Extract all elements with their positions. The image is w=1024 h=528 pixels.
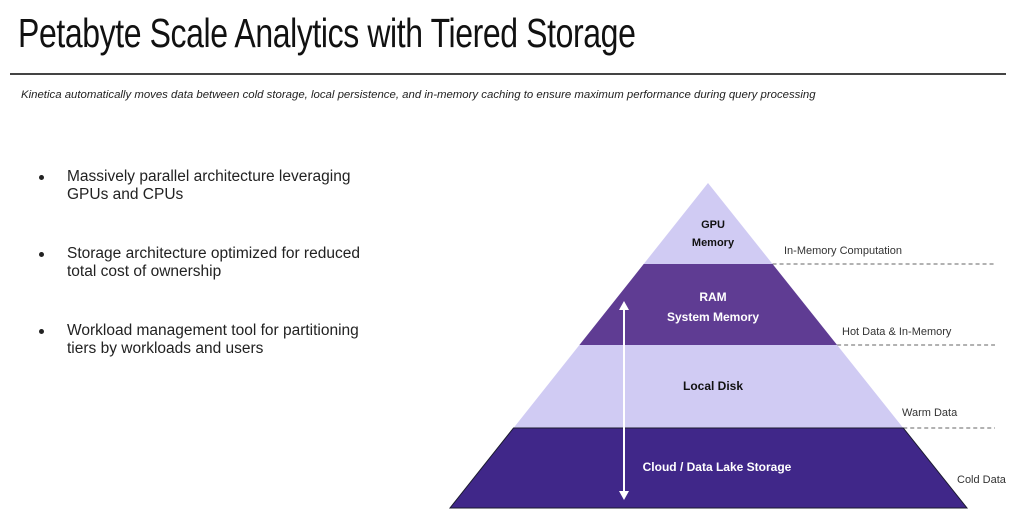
tier-side-label-ram-system-memory: Hot Data & In-Memory [842,326,952,338]
bullet-text-line1: Massively parallel architecture leveragi… [67,168,351,185]
bullet-item: Massively parallel architecture leveragi… [36,168,416,204]
page-title: Petabyte Scale Analytics with Tiered Sto… [18,10,636,56]
tier-cloud-data-lake [448,427,969,509]
bullet-item: Workload management tool for partitionin… [36,322,416,358]
bullet-text-line2: total cost of ownership [67,263,222,280]
bullet-list: Massively parallel architecture leveragi… [36,168,416,399]
tier-label-gpu-memory: GPU [701,219,725,231]
bullet-icon [39,252,44,257]
title-divider [10,73,1006,75]
page-subtitle: Kinetica automatically moves data betwee… [21,89,816,101]
bullet-text-line2: GPUs and CPUs [67,186,184,203]
tier-local-disk [513,345,904,428]
tier-side-label-local-disk: Warm Data [902,407,958,419]
tier-label-gpu-memory: Memory [692,237,735,249]
tier-label-cloud-data-lake: Cloud / Data Lake Storage [643,460,792,474]
bullet-text-line2: tiers by workloads and users [67,340,264,357]
bullet-icon [39,175,44,180]
bullet-text-line1: Workload management tool for partitionin… [67,322,359,339]
bidirectional-arrow-icon [619,301,629,500]
bullet-item: Storage architecture optimized for reduc… [36,245,416,281]
bullet-text-line1: Storage architecture optimized for reduc… [67,245,360,262]
tier-side-label-gpu-memory: In-Memory Computation [784,245,902,257]
tier-ram-system-memory [579,264,838,345]
bullet-icon [39,329,44,334]
tier-side-label-cloud-data-lake: Cold Data [957,474,1007,486]
tier-label-local-disk: Local Disk [683,379,743,393]
tier-label-ram-system-memory: System Memory [667,310,759,324]
tier-label-ram-system-memory: RAM [699,290,726,304]
tier-gpu-memory [643,183,773,264]
